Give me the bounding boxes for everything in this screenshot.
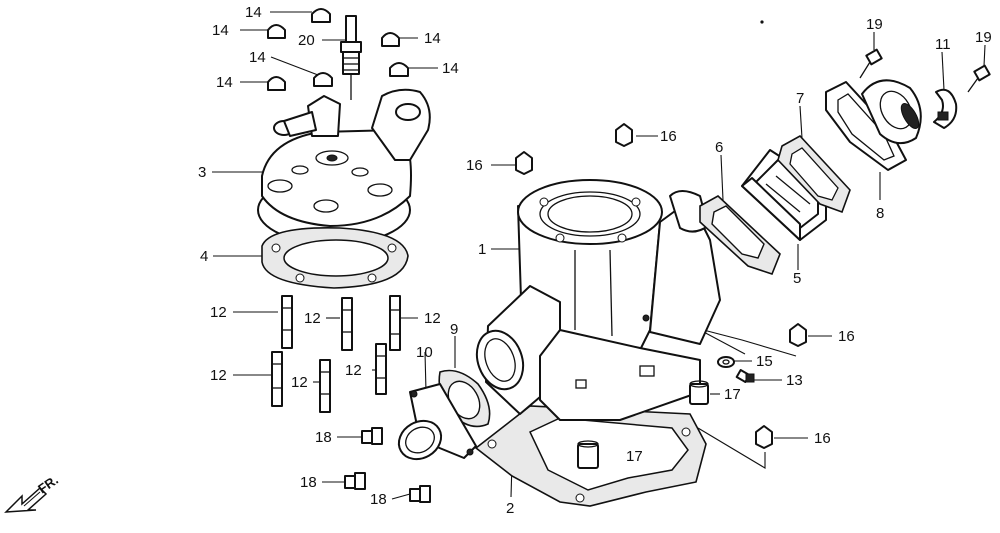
callout-14: 14: [249, 49, 266, 66]
hose-clamp: [933, 88, 958, 129]
callout-16: 16: [466, 157, 483, 174]
stud-bolt: [375, 343, 387, 395]
callout-14: 14: [212, 22, 229, 39]
flange-bolt: [344, 472, 366, 490]
speck: [760, 20, 764, 24]
flange-bolt: [409, 485, 431, 503]
stud-bolt: [281, 295, 293, 349]
callout-10: 10: [416, 344, 433, 361]
hex-nut: [755, 425, 773, 449]
stud-bolt: [341, 297, 353, 351]
callout-3: 3: [198, 164, 206, 181]
callout-8: 8: [876, 205, 884, 222]
callout-9: 9: [450, 321, 458, 338]
stud-bolt: [271, 351, 283, 407]
reed-valve-gasket-outer: [777, 134, 851, 214]
callout-14: 14: [442, 60, 459, 77]
cap-nut: [313, 72, 333, 87]
exhaust-flange: [397, 383, 477, 461]
callout-14: 14: [424, 30, 441, 47]
cap-nuts-14: [267, 8, 409, 91]
bolt: [967, 64, 991, 93]
dowel-pin: [577, 440, 599, 469]
callout-12: 12: [291, 374, 308, 391]
stud-bolt: [389, 295, 401, 351]
callout-16: 16: [814, 430, 831, 447]
front-direction-marker: FR.: [4, 472, 61, 513]
flange-bolt: [361, 427, 383, 445]
spark-plug: [340, 15, 362, 100]
callout-4: 4: [200, 248, 208, 265]
callout-12: 12: [210, 304, 227, 321]
stud-bolts-12: [271, 295, 401, 413]
cylinder-head: [257, 88, 431, 245]
callout-19: 19: [975, 29, 992, 46]
dowel-pins-17: [577, 380, 709, 469]
callout-16: 16: [838, 328, 855, 345]
callout-16: 16: [660, 128, 677, 145]
bolts-19: [859, 48, 991, 93]
cap-nut: [381, 32, 400, 47]
cylinder-nuts-16: [515, 123, 807, 449]
washer: [717, 356, 735, 368]
callout-17: 17: [626, 448, 643, 465]
intake-manifold: [825, 79, 922, 171]
cap-nut: [389, 62, 409, 77]
cap-nut: [311, 8, 331, 23]
stud-bolt: [319, 359, 331, 413]
callout-12: 12: [304, 310, 321, 327]
callout-1: 1: [478, 241, 486, 258]
cap-nut: [267, 24, 286, 39]
callout-18: 18: [315, 429, 332, 446]
callout-12: 12: [345, 362, 362, 379]
reed-valve-gasket: [699, 195, 781, 275]
callout-2: 2: [506, 500, 514, 517]
callout-12: 12: [424, 310, 441, 327]
hex-nut: [789, 323, 807, 347]
callout-17: 17: [724, 386, 741, 403]
callout-18: 18: [370, 491, 387, 508]
front-arrow-icon: [4, 486, 48, 513]
callout-20: 20: [298, 32, 315, 49]
callout-7: 7: [796, 90, 804, 107]
callout-12: 12: [210, 367, 227, 384]
callout-6: 6: [715, 139, 723, 156]
callout-19: 19: [866, 16, 883, 33]
bolt: [859, 48, 883, 79]
cylinder: [475, 179, 721, 421]
bolt-13: [735, 369, 755, 383]
callout-labels: 14 14 14 14 14 14 20 3 4 12 12 12 12 12 …: [198, 4, 992, 517]
callout-14: 14: [245, 4, 262, 21]
callout-11: 11: [935, 36, 951, 53]
head-gasket: [261, 227, 409, 289]
callout-14: 14: [216, 74, 233, 91]
flange-bolts-18: [344, 427, 431, 503]
dowel-pin: [689, 380, 709, 405]
callout-5: 5: [793, 270, 801, 287]
callout-15: 15: [756, 353, 773, 370]
callout-18: 18: [300, 474, 317, 491]
hex-nut: [515, 151, 533, 175]
callout-13: 13: [786, 372, 803, 389]
cap-nut: [267, 76, 286, 91]
hex-nut: [615, 123, 633, 147]
